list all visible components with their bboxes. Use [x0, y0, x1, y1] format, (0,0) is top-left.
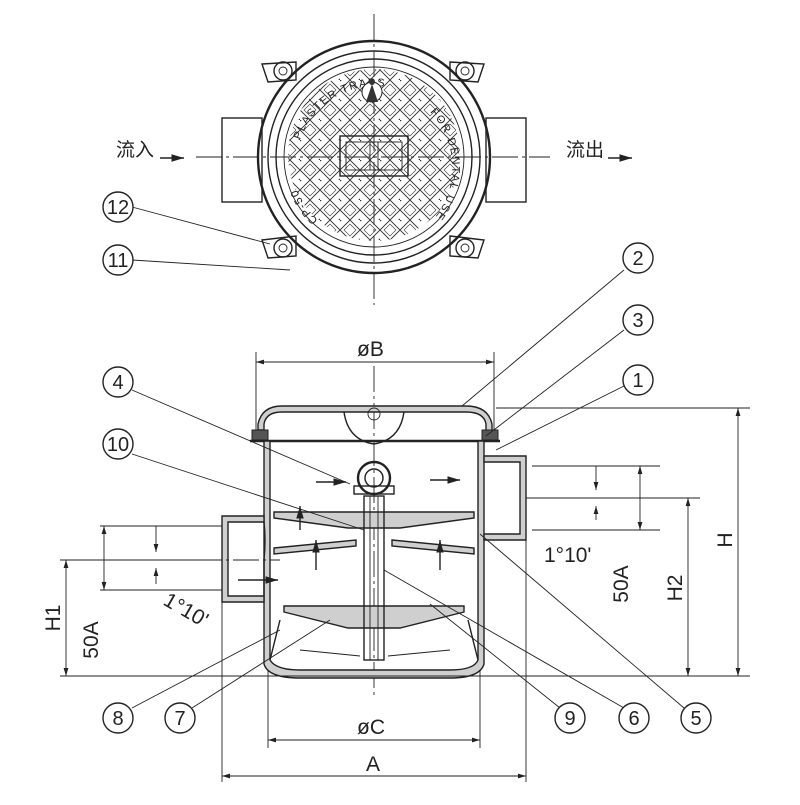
plan-outer-flange: [256, 39, 492, 275]
dim-phiB: øB: [357, 338, 384, 361]
dim-50A-outlet: 50A: [610, 565, 633, 602]
plan-cover-pattern: [288, 69, 460, 241]
part-balloon-6: 6: [618, 702, 650, 734]
gasket-left: [251, 429, 269, 441]
plan-cover-rim: [275, 58, 473, 256]
part-balloon-12: 12: [102, 191, 134, 223]
plan-cover-band: [283, 66, 465, 248]
plan-view: PLASTER TRAPS FOR DENTAL USE CP-50: [116, 14, 632, 305]
svg-text:5: 5: [690, 708, 701, 730]
svg-text:9: 9: [564, 708, 575, 730]
inflow-label: 流入: [116, 139, 154, 161]
svg-text:7: 7: [174, 708, 185, 730]
svg-text:1: 1: [632, 370, 643, 392]
logo-icon: [361, 79, 383, 103]
svg-text:3: 3: [632, 310, 643, 332]
svg-text:4: 4: [112, 372, 123, 394]
svg-text:2: 2: [632, 248, 643, 270]
clamp-bolt-bottom-left-icon: [261, 235, 297, 259]
svg-text:12: 12: [107, 197, 129, 219]
section-cover: [257, 405, 493, 433]
dim-phiC: øC: [357, 716, 385, 739]
dim-H2: H2: [664, 575, 687, 602]
center-shaft: [363, 495, 385, 661]
cover-handle-frame: [339, 135, 409, 177]
part-balloon-1: 1: [622, 364, 654, 396]
plan-outlet-pipe: [485, 117, 527, 203]
dim-H: H: [714, 532, 737, 547]
svg-text:11: 11: [108, 250, 129, 272]
section-body: [263, 440, 485, 679]
lower-basket: [283, 605, 465, 629]
dim-50A-inlet: 50A: [80, 621, 103, 658]
part-balloon-10: 10: [102, 428, 134, 460]
part-balloon-5: 5: [680, 702, 712, 734]
dim-angle-inlet: 1°10': [160, 588, 213, 632]
part-balloon-11: 11: [102, 244, 134, 276]
part-balloon-8: 8: [102, 702, 134, 734]
plan-flange-inner-ring: [267, 50, 481, 264]
plan-inlet-pipe: [221, 117, 263, 203]
clamp-bolt-bottom-right-icon: [449, 235, 485, 259]
dim-angle-outlet: 1°10': [544, 544, 591, 567]
middle-plate-left: [273, 539, 357, 555]
section-outlet-pipe: [483, 455, 527, 541]
part-balloon-3: 3: [622, 304, 654, 336]
upper-baffle: [273, 511, 475, 529]
cover-handle: [345, 141, 403, 171]
outflow-label: 流出: [566, 139, 604, 161]
section-inlet-pipe: [221, 515, 265, 603]
part-balloon-4: 4: [102, 366, 134, 398]
gasket-right: [481, 429, 499, 441]
part-balloon-2: 2: [622, 242, 654, 274]
part-balloon-7: 7: [164, 702, 196, 734]
svg-text:6: 6: [628, 708, 639, 730]
dim-A: A: [366, 753, 380, 776]
part-balloon-9: 9: [554, 702, 586, 734]
dim-H1: H1: [42, 605, 65, 632]
clamp-bolt-top-right-icon: [449, 61, 485, 83]
clamp-bolt-top-left-icon: [261, 61, 297, 83]
svg-text:10: 10: [107, 434, 129, 456]
leader-lines: [131, 206, 685, 709]
middle-plate-right: [391, 539, 475, 555]
svg-text:8: 8: [112, 708, 123, 730]
